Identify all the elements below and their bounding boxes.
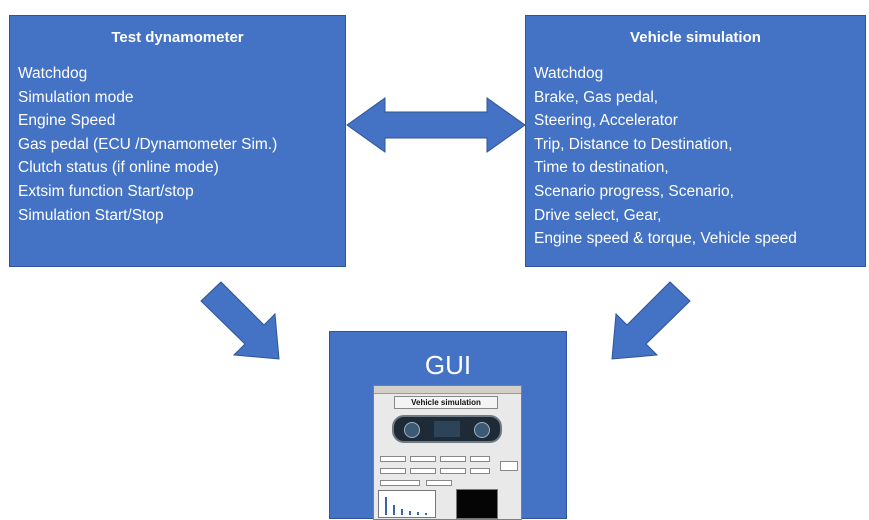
chart-bar [393,505,395,515]
test-dynamometer-box: Test dynamometer Watchdog Simulation mod… [9,15,346,267]
readout-field [410,456,436,462]
gui-title: GUI [424,350,472,380]
vehicle-simulation-title: Vehicle simulation [630,29,761,46]
chart-bar [385,497,387,515]
readout-field [380,468,406,474]
test-dynamometer-signal-list: Watchdog Simulation mode Engine Speed Ga… [10,62,345,227]
list-item: Time to destination, [534,159,669,177]
readout-field [380,456,406,462]
readout-field [380,480,420,486]
test-dynamometer-title: Test dynamometer [111,29,244,46]
gauge-icon [404,422,420,438]
dashboard-display [434,421,460,437]
list-item: Engine Speed [18,112,116,130]
arrow-down-left-icon [611,281,691,360]
chart-bar [425,513,427,515]
list-item: Watchdog [534,65,604,82]
list-item: Simulation Start/Stop [18,206,164,224]
list-item: Engine speed & torque, Vehicle speed [534,230,797,248]
list-item: Steering, Accelerator [534,112,678,130]
list-item: Drive select, Gear, [534,206,662,224]
readout-field [426,480,452,486]
gui-screenshot: Vehicle simulation [373,385,522,520]
list-item: Gas pedal (ECU /Dynamometer Sim.) [18,135,278,153]
mini-display-panel [456,489,498,519]
chart-bar [417,512,419,515]
chart-bar [409,511,411,515]
side-panel [500,461,518,471]
screenshot-titlebar [374,386,521,394]
readout-field [470,468,490,474]
vehicle-simulation-box: Vehicle simulation Watchdog Brake, Gas p… [525,15,866,267]
list-item: Trip, Distance to Destination, [534,135,733,153]
readout-field [440,468,466,474]
list-item: Extsim function Start/stop [18,182,194,200]
screenshot-header: Vehicle simulation [394,396,498,409]
list-item: Clutch status (if online mode) [18,159,219,177]
list-item: Simulation mode [18,88,134,106]
list-item: Scenario progress, Scenario, [534,182,734,200]
readout-field [410,468,436,474]
chart-bar [401,509,403,515]
double-headed-arrow-icon [346,97,526,153]
readout-field [440,456,466,462]
vehicle-simulation-signal-list: Watchdog Brake, Gas pedal, Steering, Acc… [526,62,865,251]
mini-bar-chart [378,490,436,518]
arrow-down-right-icon [200,281,280,360]
list-item: Watchdog [18,65,88,82]
gui-box: GUI Vehicle simulation [329,331,567,520]
dashboard-image [392,415,502,443]
list-item: Brake, Gas pedal, [534,88,659,106]
readout-field [470,456,490,462]
gauge-icon [474,422,490,438]
